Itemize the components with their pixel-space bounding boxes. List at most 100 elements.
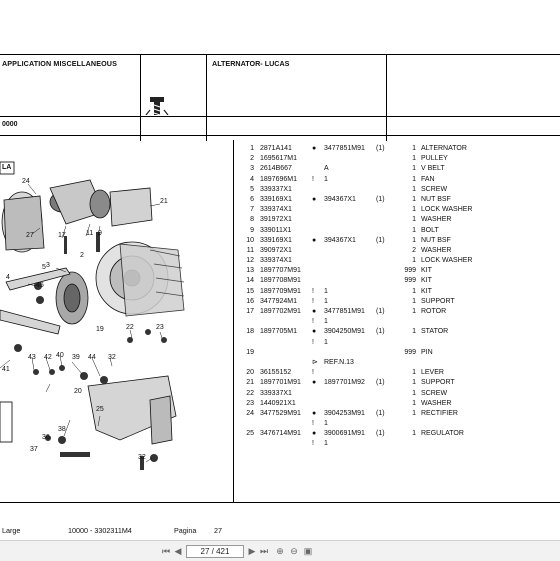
cell-pn: 2871A141 xyxy=(260,145,292,152)
bracket-drawing xyxy=(0,267,177,445)
cell-mark: ● xyxy=(312,379,317,387)
cell-alt: 3900691M91 xyxy=(324,430,365,438)
cell-qty: 1 xyxy=(412,236,416,244)
cell-desc: KIT xyxy=(421,287,432,295)
cell-ref: 24 xyxy=(246,409,254,417)
header-subband xyxy=(140,116,560,136)
cell-pn: 1695617M1 xyxy=(260,155,297,163)
header-section-cell: APPLICATION MISCELLANEOUS xyxy=(0,55,141,141)
cell-ref: 23 xyxy=(246,399,254,407)
cell-alt: A xyxy=(324,165,329,173)
model-code: 0000 xyxy=(2,121,18,128)
zoom-in-icon[interactable]: ⊕ xyxy=(276,546,284,556)
cell-qty: 1 xyxy=(412,145,416,152)
screw-symbol-icon xyxy=(145,97,169,120)
first-page-icon[interactable]: ⏮ xyxy=(161,546,171,556)
cell-desc: PULLEY xyxy=(421,155,448,163)
footer-divider xyxy=(0,502,560,503)
callout-23: 23 xyxy=(156,324,164,331)
cell-pn: 1897701M91 xyxy=(260,379,301,387)
cell-mark: ! xyxy=(312,420,314,428)
footer-page-number: 27 xyxy=(214,526,222,535)
cell-qty: 2 xyxy=(412,246,416,254)
cell-ref: 1 xyxy=(250,145,254,152)
callout-36: 36 xyxy=(42,434,50,441)
page-header: APPLICATION MISCELLANEOUS ALTERNATOR- LU… xyxy=(0,54,560,141)
footer-catalog-code: 10000 - 3302311M4 xyxy=(68,526,132,535)
callout-2: 2 xyxy=(80,252,84,259)
cell-ref: 19 xyxy=(246,348,254,356)
cell-alt: 1 xyxy=(324,318,328,326)
previous-page-icon[interactable]: ◀ xyxy=(174,546,182,556)
cell-ref: 13 xyxy=(246,267,254,275)
cell-qty: 1 xyxy=(412,175,416,183)
cell-ref: 15 xyxy=(246,287,254,295)
viewer-toolbar: ⏮ ◀ 27 / 421 ▶ ⏭ ⊕ ⊖ ▣ xyxy=(0,540,560,561)
cell-desc: LOCK WASHER xyxy=(421,206,473,214)
cell-pn: 339169X1 xyxy=(260,236,292,244)
cell-note: (1) xyxy=(376,328,385,336)
cell-mark: ! xyxy=(312,338,314,346)
callout-9: 9 xyxy=(98,230,102,237)
callout-22: 22 xyxy=(126,324,134,331)
footer-size-label: Large xyxy=(2,526,21,535)
cell-mark: ! xyxy=(312,287,314,295)
zoom-out-icon[interactable]: ⊖ xyxy=(290,546,298,556)
cell-mark: ● xyxy=(312,145,317,152)
cell-qty: 999 xyxy=(404,277,416,285)
group-title: ALTERNATOR- LUCAS xyxy=(212,59,290,68)
header-group-cell: ALTERNATOR- LUCAS xyxy=(206,55,387,141)
cell-ref: 12 xyxy=(246,257,254,265)
cell-desc: SCREW xyxy=(421,185,448,193)
footer-pagina-label: Pagina xyxy=(174,526,197,535)
fasteners-drawing xyxy=(14,232,167,470)
cell-pn: 390972X1 xyxy=(260,246,292,254)
next-page-icon[interactable]: ▶ xyxy=(248,546,256,556)
callout-5: 5 xyxy=(42,264,46,271)
cell-mark: ● xyxy=(312,409,317,417)
cell-qty: 1 xyxy=(412,430,416,438)
callout-4: 4 xyxy=(6,274,10,281)
cell-alt: 1 xyxy=(324,287,328,295)
cell-desc: RECTIFIER xyxy=(421,409,458,417)
cell-desc: LEVER xyxy=(421,369,444,377)
cell-pn: 339374X1 xyxy=(260,257,292,265)
cell-desc: STATOR xyxy=(421,328,449,336)
callout-45: 45 xyxy=(36,282,44,289)
cell-qty: 1 xyxy=(412,226,416,234)
cell-qty: 1 xyxy=(412,399,416,407)
cell-ref: 8 xyxy=(250,216,254,224)
cell-pn: 3477924M1 xyxy=(260,297,297,305)
cell-desc: SUPPORT xyxy=(421,379,455,387)
cell-desc: KIT xyxy=(421,267,432,275)
section-title: APPLICATION MISCELLANEOUS xyxy=(2,59,117,68)
cell-desc: WASHER xyxy=(421,399,452,407)
cell-qty: 999 xyxy=(404,267,416,275)
cell-pn: 36155152 xyxy=(260,369,292,377)
cell-qty: 1 xyxy=(412,185,416,193)
callout-32b: 32 xyxy=(138,454,146,461)
cell-note: (1) xyxy=(376,430,385,438)
callout-3: 3 xyxy=(46,262,50,269)
cell-qty: 1 xyxy=(412,308,416,315)
callout-41: 41 xyxy=(2,366,10,373)
cell-desc: SUPPORT xyxy=(421,297,455,305)
cell-qty: 1 xyxy=(412,297,416,305)
cell-qty: 1 xyxy=(412,287,416,295)
cell-mark: ● xyxy=(312,430,317,438)
cell-desc: SCREW xyxy=(421,389,448,397)
page-number-input[interactable]: 27 / 421 xyxy=(186,545,244,558)
cell-mark: ! xyxy=(312,318,314,326)
cell-ref: 18 xyxy=(246,328,254,336)
cell-ref: 7 xyxy=(250,206,254,214)
fit-page-icon[interactable]: ▣ xyxy=(303,546,313,556)
callout-11: 11 xyxy=(86,230,94,237)
cell-alt: 1 xyxy=(324,297,328,305)
callout-17: 17 xyxy=(58,232,66,239)
cell-alt: 394367X1 xyxy=(324,236,356,244)
cell-desc: FAN xyxy=(421,175,435,183)
last-page-icon[interactable]: ⏭ xyxy=(259,546,269,556)
callout-39: 39 xyxy=(72,354,80,361)
cell-note: (1) xyxy=(376,308,385,315)
column-divider xyxy=(233,140,234,502)
